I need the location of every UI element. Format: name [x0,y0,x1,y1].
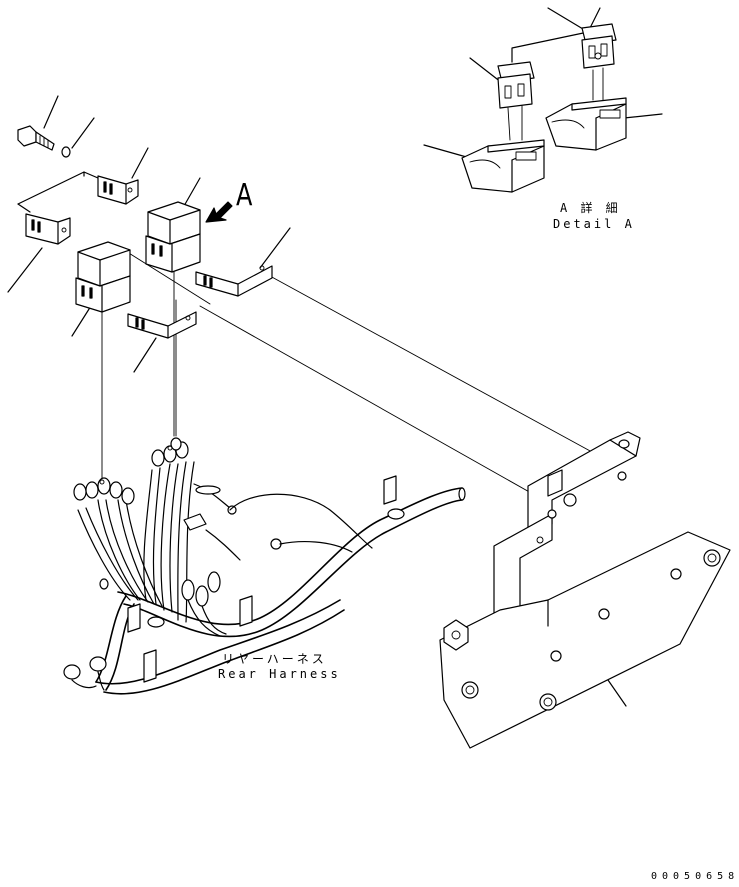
washer [61,146,71,158]
bracket-top [97,175,139,205]
detail-socket-left [461,139,545,193]
detail-title-en: Detail A [553,217,635,231]
harness-label-jp: リヤーハーネス [222,652,327,666]
terminal-lugs-lower [63,571,227,691]
detail-relay-right [581,23,617,101]
relay-upper [145,201,201,273]
bracket-center [127,311,197,339]
relay-lower [75,241,131,313]
detail-leader-right [623,113,663,119]
view-arrow-icon [205,201,233,223]
harness-label-en: Rear Harness [218,667,341,681]
detail-leader-left2 [423,144,471,159]
drawing-number: 00050658 [651,871,739,882]
rear-harness [63,437,466,695]
detail-leader-bracket [511,7,589,63]
view-arrow-letter: A [236,178,253,213]
bolt [17,125,55,151]
mounting-plate [439,431,731,749]
harness-clamps [127,475,405,683]
projection-lines [101,249,593,499]
detail-title-jp: A 詳 細 [560,201,621,215]
detail-relay-left [497,61,535,141]
detail-a-view [423,7,663,193]
terminal-lugs-upper [73,437,189,505]
bracket-left [25,213,71,245]
bracket-right [195,265,273,297]
detail-socket-right [545,97,627,151]
